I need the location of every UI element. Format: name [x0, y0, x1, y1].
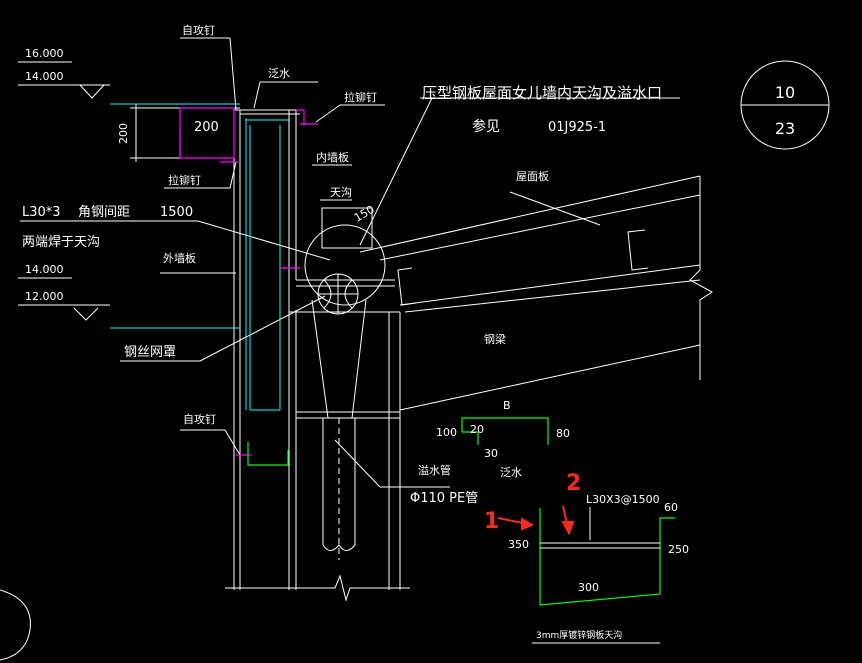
- leader-line: [334, 439, 381, 488]
- break-line-bottom: [225, 574, 410, 602]
- section-dim-300: 300: [578, 581, 599, 594]
- label-rivet-left: 拉铆钉: [168, 173, 201, 187]
- section-dim-350: 350: [508, 538, 529, 551]
- detail-bubble-bottom: 23: [775, 119, 795, 138]
- label-200-vertical: 200: [117, 123, 130, 144]
- label-weld-note: 两端焊于天沟: [22, 234, 100, 250]
- arc-left: [0, 589, 31, 661]
- red-mark-2: 2: [566, 471, 581, 496]
- label-flashing-bottom: 泛水: [500, 466, 522, 479]
- section-dim-250: 250: [668, 543, 689, 556]
- c-purlin: [627, 229, 649, 271]
- elevation-mark: [79, 84, 105, 99]
- steel-beam-line: [399, 344, 701, 411]
- section-angle-note: L30X3@1500: [586, 493, 660, 506]
- flashing-strip: [296, 109, 305, 125]
- label-angle-spacing: 角钢间距: [78, 205, 130, 220]
- detail-circle: [304, 224, 386, 306]
- label-outer-wall-panel: 外墙板: [163, 251, 196, 265]
- drawing-title: 压型钢板屋面女儿墙内天沟及溢水口: [422, 84, 662, 102]
- label-self-tapping-screw-bottom: 自攻钉: [183, 412, 216, 426]
- elevation-mark: [73, 307, 99, 321]
- wall-clip: [247, 442, 289, 466]
- label-rivet-right: 拉铆钉: [344, 90, 377, 104]
- label-overflow-pipe: 溢水管: [418, 463, 451, 477]
- label-self-tapping-screw-top: 自攻钉: [182, 23, 215, 37]
- elevation-16000: 16.000: [25, 47, 64, 60]
- red-arrow-2-head: [561, 521, 575, 536]
- wire-mesh-ball: [318, 274, 358, 314]
- break-line: [689, 176, 713, 380]
- section-dim-20: 20: [470, 423, 484, 436]
- leader-line: [509, 191, 601, 226]
- section-dim-80: 80: [556, 427, 570, 440]
- section-dim-100: 100: [436, 426, 457, 439]
- section-label-b: B: [503, 399, 511, 412]
- leader-line: [253, 81, 261, 109]
- leader-line: [197, 220, 331, 261]
- label-gutter: 天沟: [330, 186, 352, 199]
- leader-line: [315, 104, 341, 123]
- steel-beam-line: [404, 279, 701, 313]
- section-dim-60: 60: [664, 501, 678, 514]
- funnel: [311, 299, 367, 419]
- leader-line: [229, 161, 237, 189]
- section-caption: 3mm厚镀锌钢板天沟: [536, 629, 622, 641]
- label-angle-value: 1500: [160, 205, 193, 220]
- label-inner-wall-panel: 内墙板: [316, 150, 349, 164]
- detail-bubble-top: 10: [775, 83, 795, 102]
- ref-prefix: 参见: [472, 118, 500, 135]
- elevation-12000: 12.000: [25, 290, 64, 303]
- label-steel-beam: 钢梁: [484, 332, 506, 346]
- leader-line: [224, 429, 241, 456]
- label-angle-spec: L30*3: [22, 205, 61, 220]
- dim-box: [321, 207, 373, 249]
- section-b-shape: [461, 417, 549, 445]
- label-pipe-spec: Φ110 PE管: [410, 491, 478, 506]
- red-mark-1: 1: [484, 509, 499, 534]
- elevation-14000-mid: 14.000: [25, 263, 64, 276]
- steel-beam-line: [399, 264, 701, 306]
- roof-panel-line: [359, 175, 701, 253]
- roof-panel-line: [379, 194, 701, 261]
- c-purlin-gutter: [397, 267, 417, 306]
- elevation-14000-top: 14.000: [25, 70, 64, 83]
- leader-line: [359, 97, 433, 246]
- section-gutter: [539, 508, 675, 606]
- red-arrow-1-head: [521, 517, 535, 531]
- leader-line: [229, 37, 237, 111]
- label-150: 150: [352, 203, 377, 225]
- leader-line: [199, 295, 326, 362]
- label-wire-mesh-cover: 钢丝网罩: [124, 345, 176, 360]
- label-roof-panel: 屋面板: [516, 169, 549, 183]
- ref-code: 01J925-1: [548, 120, 606, 135]
- overflow-pipe-end: [322, 544, 356, 551]
- label-flashing-top: 泛水: [268, 67, 290, 80]
- section-dim-30: 30: [484, 447, 498, 460]
- label-200-horizontal: 200: [194, 120, 219, 135]
